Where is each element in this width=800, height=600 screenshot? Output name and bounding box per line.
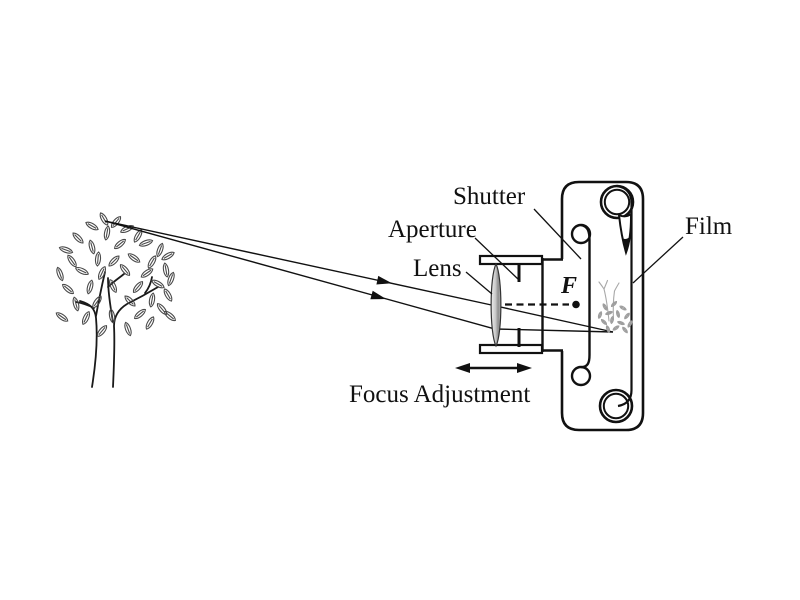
focal-point-label: F (560, 273, 577, 299)
lens-leader-line (465, 271, 493, 295)
film-holder-outline (560, 180, 645, 432)
shutter-curtain (580, 223, 591, 369)
lens-assembly (478, 254, 563, 355)
lens-shape (490, 262, 502, 348)
film-leader-line (632, 236, 684, 284)
aperture-label: Aperture (388, 216, 477, 243)
ray-arrowhead (376, 275, 392, 285)
light-ray-center (104, 220, 614, 333)
shutter-roller-bottom (570, 365, 592, 387)
film-label: Film (685, 213, 733, 240)
film-spool-top (599, 184, 635, 220)
labels: Shutter Aperture Lens Film F Focus Adjus… (349, 183, 733, 408)
aperture-leader-line (474, 237, 520, 281)
lens-barrel-bottom-bar (478, 343, 544, 355)
shutter-leader-line (533, 208, 582, 260)
focal-point-marker (505, 300, 580, 309)
arrowhead-right (517, 363, 532, 373)
light-rays (104, 220, 614, 333)
lens-label: Lens (413, 255, 462, 282)
tree-foliage (54, 211, 178, 339)
tree (54, 211, 178, 388)
film-image-inverted-tree (597, 279, 634, 335)
film-spool-top-core (603, 188, 631, 216)
focus-adjustment-arrow (455, 363, 532, 373)
film-spool-bottom (598, 388, 634, 424)
film-spool-bottom-core (602, 392, 630, 420)
shutter-label: Shutter (453, 183, 526, 210)
arrowhead-left (455, 363, 470, 373)
lens-barrel-top-bar (478, 254, 544, 266)
leader-lines (465, 208, 684, 295)
ray-arrowhead (370, 290, 386, 300)
film-holder (560, 180, 645, 432)
film-leader-tip (621, 237, 630, 253)
focal-point-dot (572, 300, 580, 309)
focus-adjustment-label: Focus Adjustment (349, 381, 530, 408)
